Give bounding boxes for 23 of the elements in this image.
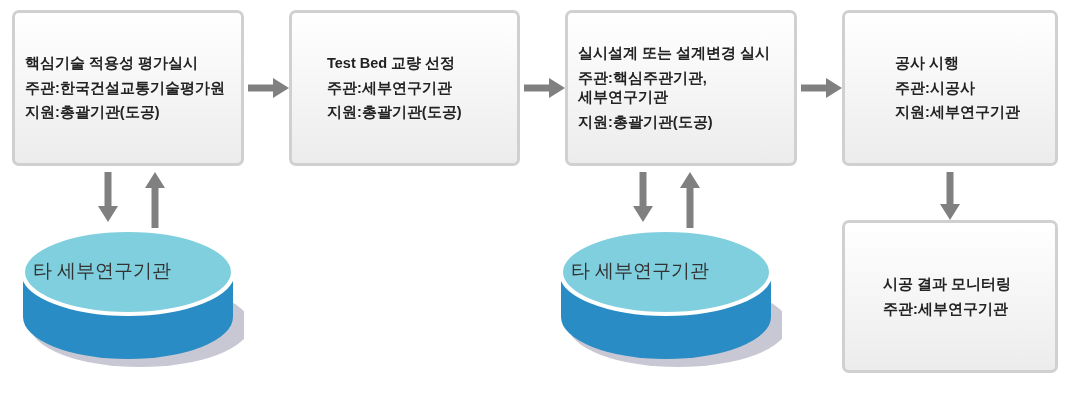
arrow — [145, 172, 165, 228]
box-detail: 주관:세부연구기관 — [327, 78, 453, 98]
box-detail: 주관:세부연구기관 — [883, 299, 1009, 319]
box-detail: 주관:핵심주관기관, 세부연구기관 — [578, 69, 708, 107]
box-detail: 지원:총괄기관(도공) — [25, 103, 161, 123]
box-heading: 핵심기술 적용성 평가실시 — [25, 53, 200, 73]
box-heading: 실시설계 또는 설계변경 실시 — [578, 44, 772, 64]
process-box — [12, 10, 244, 166]
process-box — [289, 10, 520, 166]
cylinder-label: 타 세부연구기관 — [33, 259, 172, 283]
box-detail: 지원:총괄기관(도공) — [327, 103, 463, 123]
box-heading: 공사 시행 — [895, 53, 961, 73]
box-heading: 시공 결과 모니터링 — [883, 274, 1013, 294]
box-detail: 주관:시공사 — [895, 78, 976, 98]
box-detail: 주관:한국건설교통기술평가원 — [25, 78, 226, 98]
box-detail: 지원:총괄기관(도공) — [578, 112, 714, 132]
arrow — [680, 172, 700, 228]
box-heading: Test Bed 교량 선정 — [327, 53, 457, 73]
box-detail: 지원:세부연구기관 — [895, 103, 1021, 123]
cylinder-label: 타 세부연구기관 — [571, 259, 710, 283]
process-box — [842, 220, 1058, 373]
process-box — [842, 10, 1058, 166]
process-box — [565, 10, 797, 166]
